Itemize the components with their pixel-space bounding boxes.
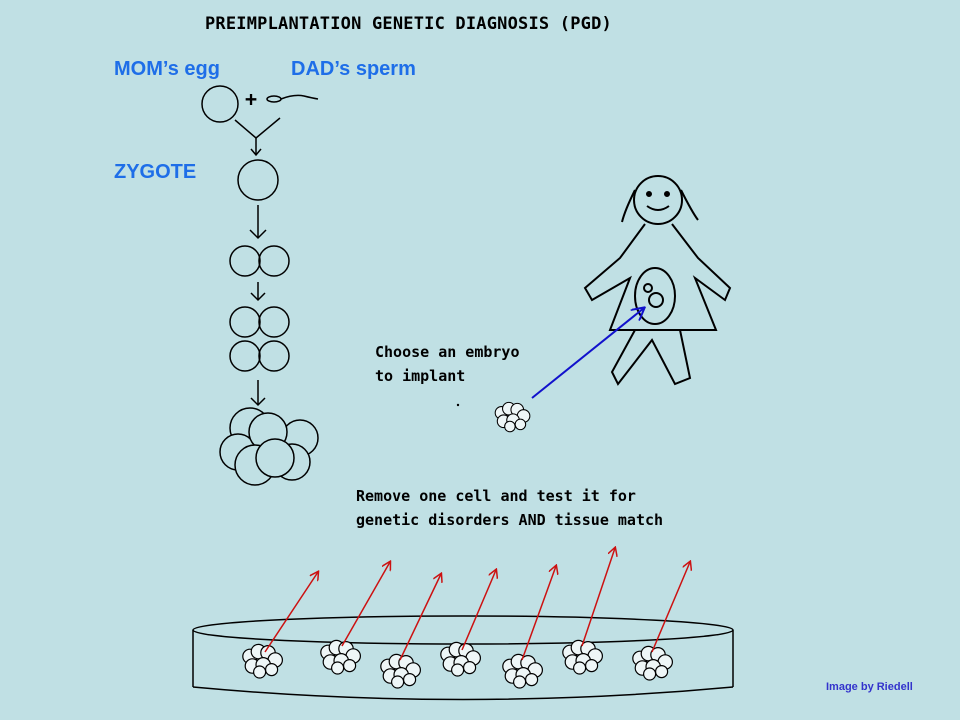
selected-embryo (494, 401, 531, 433)
four-cell-embryo (229, 306, 290, 372)
mother-figure (583, 175, 732, 386)
choose-note-line1: Choose an embryo (375, 343, 520, 361)
image-credit: Image by Riedell (826, 681, 913, 693)
test-arrow-6 (581, 548, 615, 647)
dish-embryos (242, 639, 674, 689)
dish-embryo-1 (242, 643, 283, 679)
remove-note-line2: genetic disorders AND tissue match (356, 511, 664, 529)
implant-arrow (531, 308, 644, 399)
remove-cell-note: Remove one cell and test it for genetic … (356, 484, 663, 532)
development-arrows (249, 205, 267, 407)
dish-embryo-2 (320, 639, 361, 675)
egg-cell (201, 85, 239, 123)
test-arrow-7 (651, 562, 690, 653)
choose-note-line2: to implant (375, 367, 466, 385)
zygote-label: ZYGOTE (114, 161, 197, 183)
mother-head (633, 175, 683, 225)
two-cell-embryo (229, 245, 290, 277)
test-arrow-1 (264, 572, 318, 653)
test-arrow-5 (521, 566, 556, 661)
zygote-cell (237, 159, 279, 201)
test-arrow-2 (341, 562, 390, 647)
fertilization-arrow (234, 117, 281, 157)
test-arrow-4 (461, 570, 496, 651)
sperm-icon (266, 94, 319, 103)
remove-note-line1: Remove one cell and test it for (356, 487, 636, 505)
dad-sperm-label: DAD’s sperm (291, 58, 416, 80)
test-arrows (264, 548, 690, 661)
test-arrow-3 (399, 574, 441, 661)
plus-sign: + (245, 87, 257, 111)
diagram-title: PREIMPLANTATION GENETIC DIAGNOSIS (PGD) (205, 14, 612, 34)
choose-embryo-note: Choose an embryo to implant (375, 340, 520, 388)
mom-egg-label: MOM’s egg (114, 58, 220, 80)
dish-embryo-4 (440, 641, 481, 677)
morula-cluster (219, 407, 319, 486)
